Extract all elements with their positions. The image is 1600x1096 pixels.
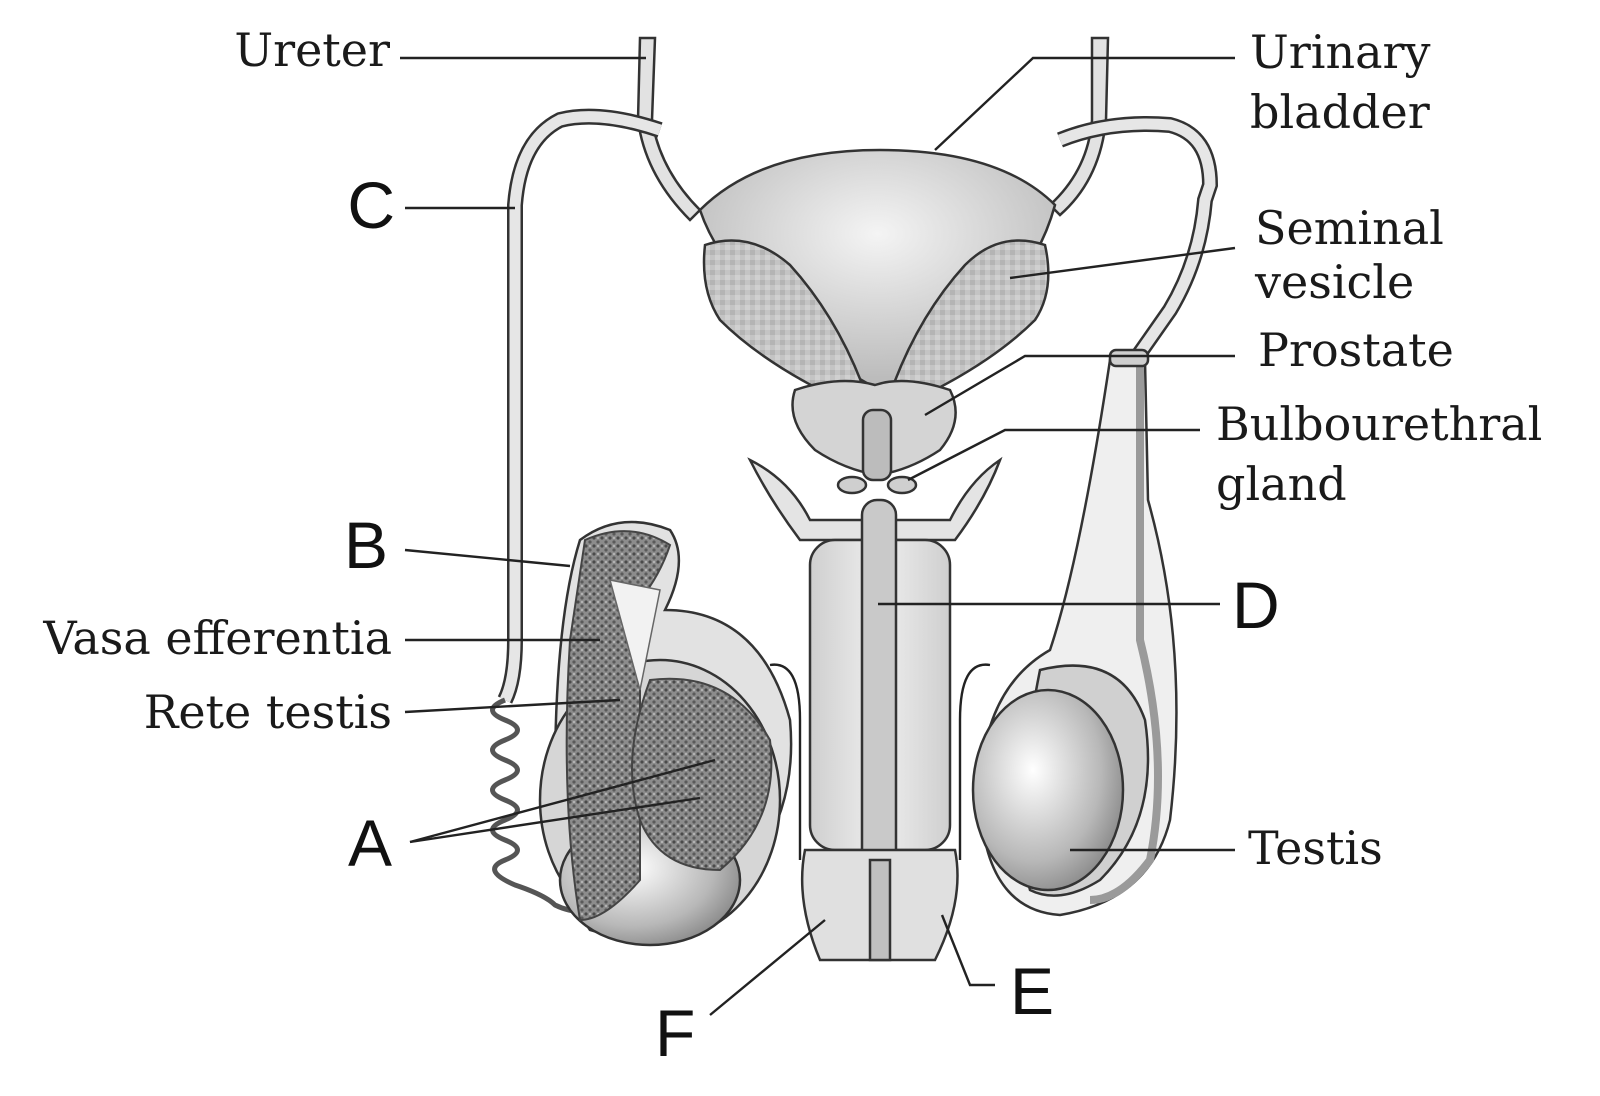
- label-bulbourethral-line1: Bulbourethral: [1216, 397, 1542, 451]
- leader-a-1: [409, 758, 716, 844]
- label-f: F: [655, 996, 695, 1070]
- leader-f: [709, 919, 826, 1016]
- label-testis: Testis: [1248, 821, 1383, 875]
- leader-a-2: [409, 796, 701, 844]
- label-a: A: [348, 806, 392, 880]
- leader-e: [940, 914, 995, 987]
- label-c: C: [347, 168, 395, 242]
- leader-rete-testis: [404, 698, 621, 714]
- leader-seminal-vesicle: [1009, 246, 1236, 280]
- label-b: B: [344, 508, 388, 582]
- label-seminal-vesicle-line2: vesicle: [1254, 255, 1414, 309]
- vas-deferens-left: [490, 108, 663, 915]
- label-urinary-bladder-line2: bladder: [1250, 85, 1430, 139]
- scrotum-wall: [769, 663, 991, 860]
- label-urinary-bladder-line1: Urinary: [1250, 25, 1431, 79]
- leader-bulbourethral: [907, 428, 1200, 482]
- vas-deferens-right: [1057, 116, 1219, 365]
- leader-prostate: [924, 354, 1235, 417]
- prostate: [791, 379, 957, 482]
- testis-right: [971, 348, 1178, 917]
- label-prostate: Prostate: [1258, 323, 1454, 377]
- label-d: D: [1232, 568, 1280, 642]
- label-e: E: [1010, 954, 1054, 1028]
- label-vasa-efferentia: Vasa efferentia: [42, 611, 392, 665]
- penis: [747, 456, 1003, 962]
- leader-urinary-bladder: [934, 56, 1235, 151]
- ureter-right: [1048, 36, 1110, 217]
- leader-b: [404, 548, 571, 568]
- label-ureter: Ureter: [234, 23, 390, 77]
- testis-left-sectional: [538, 520, 793, 947]
- label-rete-testis: Rete testis: [144, 685, 392, 739]
- leader-lines: [400, 56, 1236, 1016]
- label-bulbourethral-line2: gland: [1216, 457, 1347, 511]
- bulbourethral-glands: [836, 475, 918, 495]
- label-seminal-vesicle-line1: Seminal: [1255, 201, 1444, 255]
- labels: Ureter Urinary bladder C Seminal vesicle…: [42, 23, 1542, 1070]
